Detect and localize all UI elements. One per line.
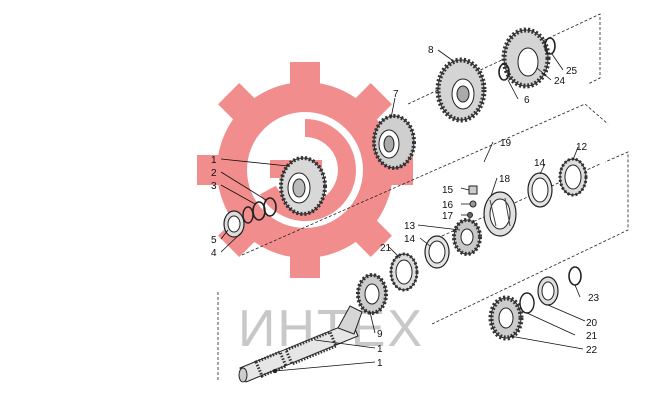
- callout-6: 6: [524, 95, 530, 106]
- callout-4: 4: [211, 248, 217, 259]
- callout-19: 19: [500, 138, 512, 149]
- callout-14-lower: 14: [404, 234, 416, 245]
- spring-part-16: [469, 200, 477, 208]
- gear-part-22: [488, 295, 524, 341]
- callout-1-gear: 1: [211, 155, 217, 166]
- watermark-text: ИНТЕХ: [238, 300, 424, 358]
- callout-13: 13: [404, 221, 416, 232]
- gear-part-1: [279, 156, 327, 216]
- bearing-part-20: [537, 276, 559, 306]
- snap-ring-part-6: [498, 63, 510, 81]
- leader-lines: [220, 49, 586, 372]
- callout-16: 16: [442, 200, 454, 211]
- callout-labels: 1 2 3 5 4 7 8 25 24 6 19 18 15 16 17 13 …: [211, 45, 600, 369]
- key-part-15: [468, 185, 478, 195]
- callout-20: 20: [586, 318, 598, 329]
- callout-22: 22: [586, 345, 598, 356]
- ring-part-14-lower: [424, 235, 450, 269]
- washer-part-21-lower: [519, 292, 535, 314]
- callout-24: 24: [554, 76, 566, 87]
- callout-23: 23: [588, 293, 600, 304]
- main-shaft: [238, 305, 363, 383]
- bearing-part-4: [223, 210, 245, 238]
- ring-part-21-upper: [389, 252, 419, 292]
- ring-part-12: [558, 157, 588, 197]
- hub-part-13: [452, 218, 482, 256]
- callout-1-shaft: 1: [377, 344, 383, 355]
- snap-ring-part-23: [568, 266, 582, 286]
- callout-2: 2: [211, 168, 217, 179]
- gear-part-9: [356, 273, 388, 315]
- synchro-part-7: [372, 114, 416, 170]
- snap-ring-part-25: [544, 37, 556, 55]
- callout-12: 12: [576, 142, 588, 153]
- gear-part-8: [435, 57, 487, 123]
- callout-21-lower: 21: [586, 331, 598, 342]
- callout-7: 7: [393, 89, 399, 100]
- parts: [223, 27, 588, 383]
- callout-18: 18: [499, 174, 511, 185]
- callout-8: 8: [428, 45, 434, 56]
- ball-part-17: [467, 212, 473, 218]
- callout-15: 15: [442, 185, 454, 196]
- callout-3: 3: [211, 181, 217, 192]
- sleeve-part-18: [483, 191, 517, 237]
- callout-9: 9: [377, 329, 383, 340]
- washer-part-3b: [242, 206, 254, 224]
- callout-17: 17: [442, 211, 454, 222]
- gear-part-24: [501, 27, 551, 89]
- callout-5: 5: [211, 235, 217, 246]
- callout-1-pin: 1: [377, 358, 383, 369]
- callout-25: 25: [566, 66, 578, 77]
- callout-14-upper: 14: [534, 158, 546, 169]
- callout-21-upper: 21: [380, 243, 392, 254]
- ring-part-14-upper: [527, 172, 553, 208]
